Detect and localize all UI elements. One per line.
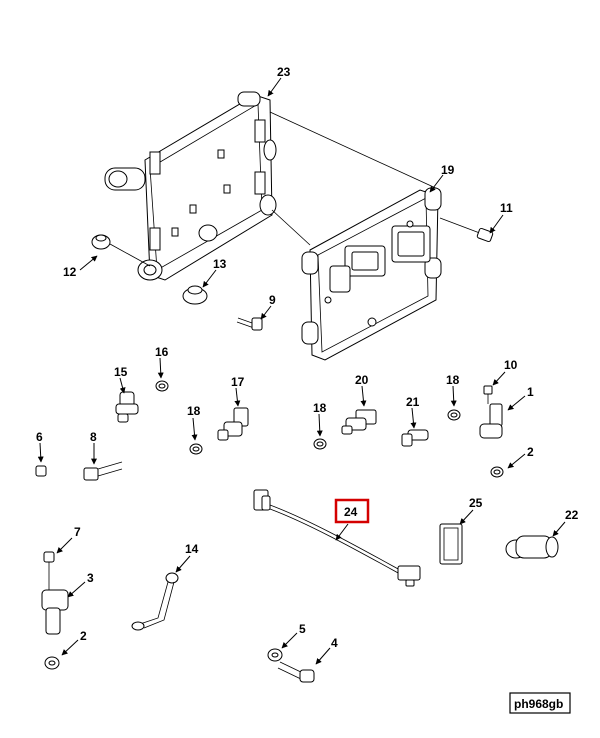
screw-11-part[interactable]: [439, 217, 494, 243]
callout-11[interactable]: 11: [500, 201, 513, 215]
bolt-8-part[interactable]: [83, 461, 123, 481]
callout-16[interactable]: 16: [155, 345, 169, 359]
callout-2[interactable]: 2: [527, 445, 534, 459]
callout-1[interactable]: 1: [527, 385, 534, 399]
callout-18[interactable]: 18: [187, 404, 201, 418]
screw-10-part[interactable]: [483, 385, 493, 404]
ground-strap-14-part[interactable]: [131, 572, 179, 631]
callout-24[interactable]: 24: [344, 505, 358, 519]
callout-2[interactable]: 2: [80, 629, 87, 643]
washer-5-part[interactable]: [267, 648, 283, 662]
oring-2b-part[interactable]: [44, 656, 60, 670]
sensor-20-part[interactable]: [341, 409, 377, 435]
oring-2a-part[interactable]: [490, 466, 504, 478]
highlighted-callout-24[interactable]: 24: [334, 498, 370, 524]
reference-code-text: ph968gb: [514, 697, 563, 711]
nut-6-part[interactable]: [35, 465, 47, 477]
sensor-15-part[interactable]: [115, 391, 139, 423]
callout-8[interactable]: 8: [90, 430, 97, 444]
oring-18b-part[interactable]: [313, 438, 327, 450]
callout-20[interactable]: 20: [355, 373, 369, 387]
callout-6[interactable]: 6: [36, 430, 43, 444]
sensor-3-part[interactable]: [41, 551, 69, 635]
leader-lines: [37, 77, 566, 665]
reference-code-label: ph968gb: [509, 692, 571, 714]
oring-18a-part[interactable]: [189, 443, 203, 455]
callout-25[interactable]: 25: [469, 496, 483, 510]
callout-5[interactable]: 5: [299, 622, 306, 636]
connector-25-part[interactable]: [439, 523, 463, 565]
callout-7[interactable]: 7: [74, 525, 81, 539]
callout-13[interactable]: 13: [213, 257, 227, 271]
callout-18[interactable]: 18: [313, 401, 327, 415]
sensor-1-part[interactable]: [479, 403, 503, 439]
callout-9[interactable]: 9: [269, 293, 276, 307]
callout-15[interactable]: 15: [114, 365, 128, 379]
oring-18c-part[interactable]: [447, 409, 461, 421]
bolt-9-part[interactable]: [236, 317, 263, 331]
callout-17[interactable]: 17: [231, 375, 245, 389]
callout-14[interactable]: 14: [185, 542, 199, 556]
callout-3[interactable]: 3: [87, 571, 94, 585]
callout-23[interactable]: 23: [277, 65, 291, 79]
highlight-box: [334, 498, 370, 524]
callout-21[interactable]: 21: [406, 395, 420, 409]
fitting-22-part[interactable]: [505, 535, 559, 559]
mounting-bracket-part[interactable]: [104, 91, 441, 281]
oring-16-part[interactable]: [155, 380, 169, 392]
isolator-13-part[interactable]: [182, 285, 208, 305]
callout-numbers: 23 19 11 12 13 9 16 15 17 18 20 18 18 21…: [36, 65, 579, 650]
ecm-module-part[interactable]: [301, 187, 442, 361]
sensor-17-part[interactable]: [217, 407, 249, 441]
callout-12[interactable]: 12: [63, 265, 77, 279]
callout-18[interactable]: 18: [446, 373, 460, 387]
stud-4-part[interactable]: [277, 661, 315, 683]
callout-22[interactable]: 22: [565, 508, 579, 522]
wiring-harness-24-part[interactable]: [253, 489, 421, 587]
washer-12-part[interactable]: [91, 234, 151, 267]
sensor-21-part[interactable]: [401, 429, 429, 447]
callout-10[interactable]: 10: [504, 358, 518, 372]
callout-4[interactable]: 4: [331, 636, 338, 650]
callout-19[interactable]: 19: [441, 163, 455, 177]
